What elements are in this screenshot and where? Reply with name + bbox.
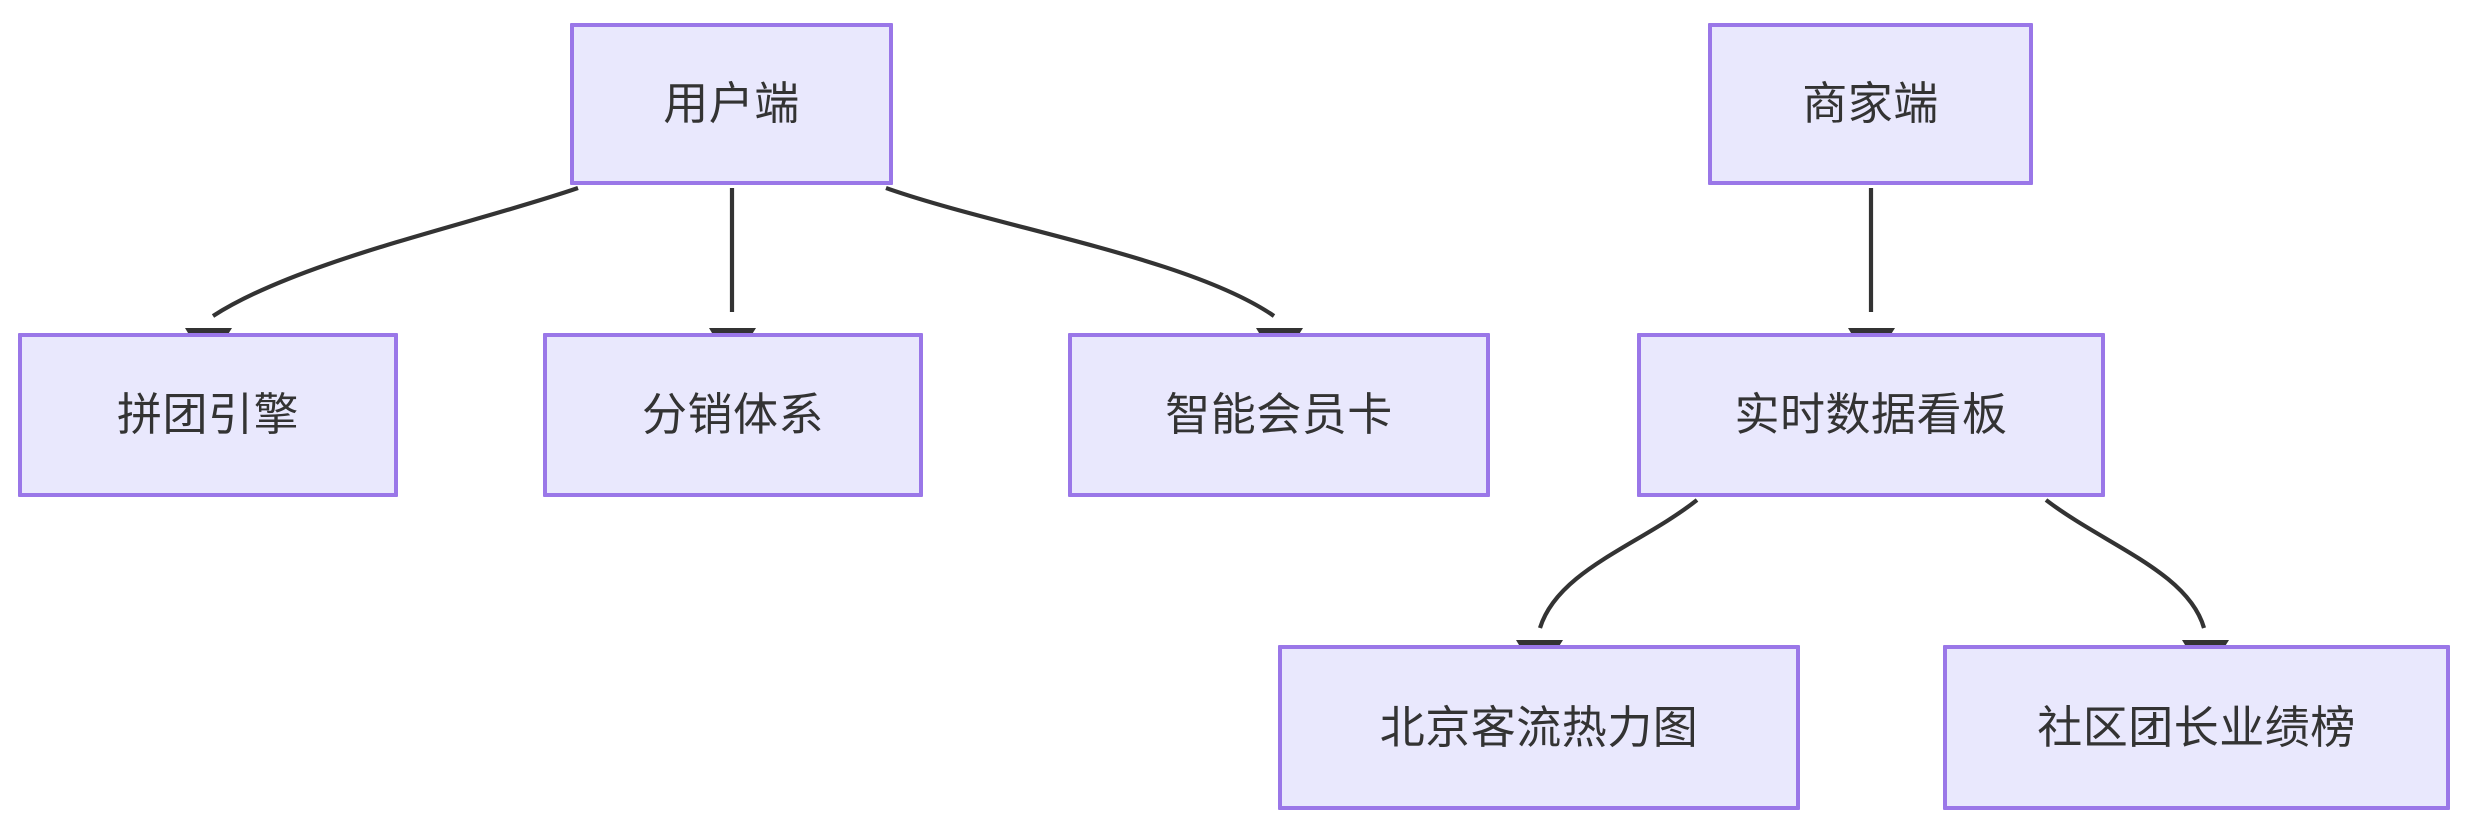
edge-path-dashboard-to-ranking <box>2044 498 2207 629</box>
node-group-buy-engine[interactable]: 拼团引擎 <box>18 333 398 497</box>
node-label-community-leader-ranking: 社区团长业绩榜 <box>2037 701 2356 753</box>
node-merchant-client[interactable]: 商家端 <box>1708 23 2033 185</box>
node-user-client[interactable]: 用户端 <box>570 23 893 185</box>
edge-path-dashboard-to-heatmap <box>1537 498 1699 629</box>
node-community-leader-ranking[interactable]: 社区团长业绩榜 <box>1943 645 2450 810</box>
node-label-smart-member-card: 智能会员卡 <box>1165 389 1393 441</box>
node-label-beijing-traffic-heatmap: 北京客流热力图 <box>1379 701 1699 753</box>
node-distribution-system[interactable]: 分销体系 <box>543 333 923 497</box>
node-beijing-traffic-heatmap[interactable]: 北京客流热力图 <box>1278 645 1800 810</box>
node-label-merchant-client: 商家端 <box>1802 78 1939 130</box>
node-label-user-client: 用户端 <box>663 78 800 130</box>
edge-path-user-to-member-card <box>885 186 1276 318</box>
node-label-distribution-system: 分销体系 <box>641 389 824 441</box>
node-label-realtime-dashboard: 实时数据看板 <box>1734 389 2008 441</box>
node-label-group-buy-engine: 拼团引擎 <box>116 389 299 441</box>
edge-path-user-to-group-buy <box>211 186 579 318</box>
node-realtime-dashboard[interactable]: 实时数据看板 <box>1637 333 2105 497</box>
node-smart-member-card[interactable]: 智能会员卡 <box>1068 333 1490 497</box>
